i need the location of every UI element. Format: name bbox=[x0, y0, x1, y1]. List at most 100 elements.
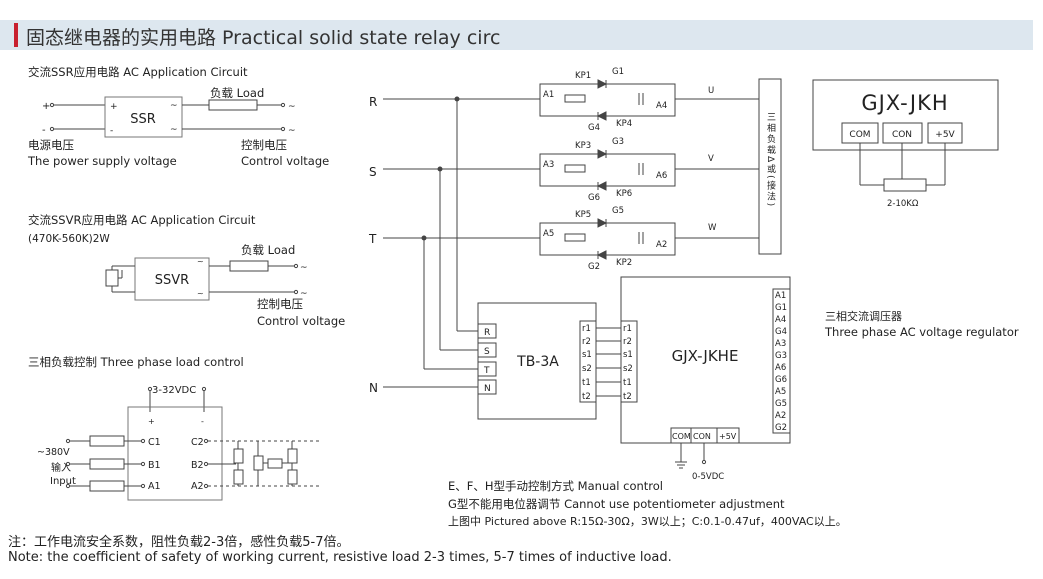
br-s-a-right: A6 bbox=[656, 171, 667, 181]
gjxjkh-box bbox=[812, 79, 999, 151]
phase-r: R bbox=[369, 95, 377, 109]
out-u: U bbox=[708, 86, 714, 96]
jkhe-out-11: G2 bbox=[775, 423, 787, 433]
br-s-g-top: G3 bbox=[612, 137, 624, 147]
tb3a-label: TB-3A bbox=[516, 354, 559, 370]
note-en: Note: the coefficient of safety of worki… bbox=[8, 550, 672, 565]
branch-t: KP5 G5 A5 A2 G2 KP2 W bbox=[539, 206, 759, 272]
tp-term-a1: A1 bbox=[148, 481, 161, 492]
tb3a-t2: t2 bbox=[582, 392, 591, 402]
jkh-con: CON bbox=[892, 130, 912, 140]
ssvr-box-ac-bot: ~ bbox=[197, 289, 204, 298]
ssr-label: SSR bbox=[130, 112, 156, 127]
ssvr-out-ac-bot: ~ bbox=[300, 289, 308, 299]
jkh-potentiometer bbox=[883, 178, 927, 192]
jkhe-out-1: G1 bbox=[775, 303, 787, 313]
ssr-supply-cn: 电源电压 bbox=[28, 138, 74, 152]
br-r-kp-top: KP1 bbox=[575, 71, 591, 81]
phase-s: S bbox=[369, 165, 377, 179]
out-v: V bbox=[708, 154, 714, 164]
tp-plus: + bbox=[148, 417, 155, 426]
gjxjkh-label: GJX-JKH bbox=[861, 91, 948, 115]
tb3a-s1: s1 bbox=[582, 350, 592, 360]
br-s-a-left: A3 bbox=[543, 160, 554, 170]
jkhe-t2: t2 bbox=[623, 392, 632, 402]
tp-input-rows: C1 B1 A1 C2 B2 A2 bbox=[65, 435, 320, 492]
jkhe-r2: r2 bbox=[623, 337, 632, 347]
manual-note-3: 上图中 Pictured above R:15Ω-30Ω，3W以上；C:0.1-… bbox=[448, 515, 847, 528]
br-r-g-bot: G4 bbox=[588, 123, 600, 133]
jkhe-out-0: A1 bbox=[775, 291, 786, 301]
tb3a-term-n: N bbox=[484, 384, 491, 394]
note-cn: 注：工作电流安全系数，阻性负载2-3倍，感性负载5-7倍。 bbox=[8, 535, 350, 550]
jkhe-s2: s2 bbox=[623, 364, 633, 374]
load-box bbox=[758, 78, 782, 255]
ssr-load-resistor bbox=[208, 99, 258, 111]
tb3a-t1: t1 bbox=[582, 378, 591, 388]
gjxjkhe-label: GJX-JKHE bbox=[672, 347, 739, 365]
br-r-kp-bot: KP4 bbox=[616, 119, 632, 129]
ssvr-control-en: Control voltage bbox=[257, 314, 345, 328]
tb3a-right-terms: r1 r2 s1 s2 t1 t2 bbox=[579, 320, 597, 403]
accent-bar bbox=[14, 23, 18, 47]
tb3a-term-t: T bbox=[483, 366, 490, 376]
jkh-5v: +5V bbox=[935, 130, 955, 140]
tp-input-cn: 输入 bbox=[51, 461, 71, 474]
ssvr-title: 交流SSVR应用电路 AC Application Circuit bbox=[28, 213, 256, 227]
jkhe-out-2: A4 bbox=[775, 315, 786, 325]
br-r-a-left: A1 bbox=[543, 90, 554, 100]
ssvr-resistor-label: (470K-560K)2W bbox=[28, 233, 110, 245]
tp-term-c2: C2 bbox=[191, 437, 204, 448]
tp-minus: - bbox=[201, 417, 204, 426]
tb3a-left-terms: R S T N bbox=[477, 323, 497, 395]
tp-term-b1: B1 bbox=[148, 460, 161, 471]
br-r-a-right: A4 bbox=[656, 101, 667, 111]
tp-380v: ~380V bbox=[37, 447, 70, 458]
tp-term-b2: B2 bbox=[191, 460, 204, 471]
ssvr-load-label: 负载 Load bbox=[241, 243, 295, 257]
regulator-en: Three phase AC voltage regulator bbox=[824, 325, 1019, 339]
gjxjkhe-right-terms: A1 G1 A4 G4 A3 G3 A6 G6 A5 G5 A2 G2 bbox=[772, 288, 791, 434]
regulator-cn: 三相交流调压器 bbox=[825, 309, 902, 323]
tp-term-a2: A2 bbox=[191, 481, 204, 492]
ssvr-out-ac-top: ~ bbox=[300, 263, 308, 273]
ssr-box-ac-top: ~ bbox=[170, 101, 178, 111]
br-t-kp-bot: KP2 bbox=[616, 258, 632, 268]
jkhe-5v: +5V bbox=[719, 432, 737, 441]
jkhe-out-9: G5 bbox=[775, 399, 787, 409]
page-title: 固态继电器的实用电路 Practical solid state relay c… bbox=[26, 27, 501, 49]
jkhe-out-3: G4 bbox=[775, 327, 787, 337]
jkh-com: COM bbox=[849, 130, 870, 140]
jkhe-s1: s1 bbox=[623, 350, 633, 360]
tp-term-c1: C1 bbox=[148, 437, 161, 448]
jkhe-vdc: 0-5VDC bbox=[692, 472, 724, 482]
ssr-in-minus: - bbox=[42, 125, 46, 136]
br-t-a-left: A5 bbox=[543, 229, 554, 239]
ssr-box-minus: - bbox=[110, 126, 113, 136]
br-s-g-bot: G6 bbox=[588, 193, 600, 203]
tb3a-term-s: S bbox=[484, 347, 490, 357]
ssvr-label: SSVR bbox=[155, 273, 189, 288]
tb3a-s2: s2 bbox=[582, 364, 592, 374]
tp-ssr-box bbox=[127, 406, 223, 501]
ssr-supply-en: The power supply voltage bbox=[27, 154, 177, 168]
tb3a-term-r: R bbox=[484, 328, 490, 338]
jkhe-out-4: A3 bbox=[775, 339, 786, 349]
tb3a-r2: r2 bbox=[582, 337, 591, 347]
br-t-g-bot: G2 bbox=[588, 262, 600, 272]
jkhe-r1: r1 bbox=[623, 324, 632, 334]
tp-dc-label: 3-32VDC bbox=[152, 385, 196, 396]
phase-n: N bbox=[369, 381, 378, 395]
ssr-box-plus: + bbox=[110, 102, 118, 112]
ssvr-load-resistor bbox=[229, 260, 269, 272]
br-t-g-top: G5 bbox=[612, 206, 624, 216]
gjxjkhe-bottom-terms: COM CON +5V bbox=[670, 427, 740, 444]
jkhe-out-6: A6 bbox=[775, 363, 786, 373]
phase-t: T bbox=[368, 232, 377, 246]
ssr-load-label: 负载 Load bbox=[210, 86, 264, 100]
manual-note-2: G型不能用电位器调节 Cannot use potentiometer adju… bbox=[448, 497, 785, 511]
branch-s: KP3 G3 A3 A6 G6 KP6 V bbox=[539, 137, 759, 203]
jkhe-con: CON bbox=[693, 432, 711, 441]
ssvr-potentiometer bbox=[105, 269, 119, 287]
ssr-control-en: Control voltage bbox=[241, 154, 329, 168]
